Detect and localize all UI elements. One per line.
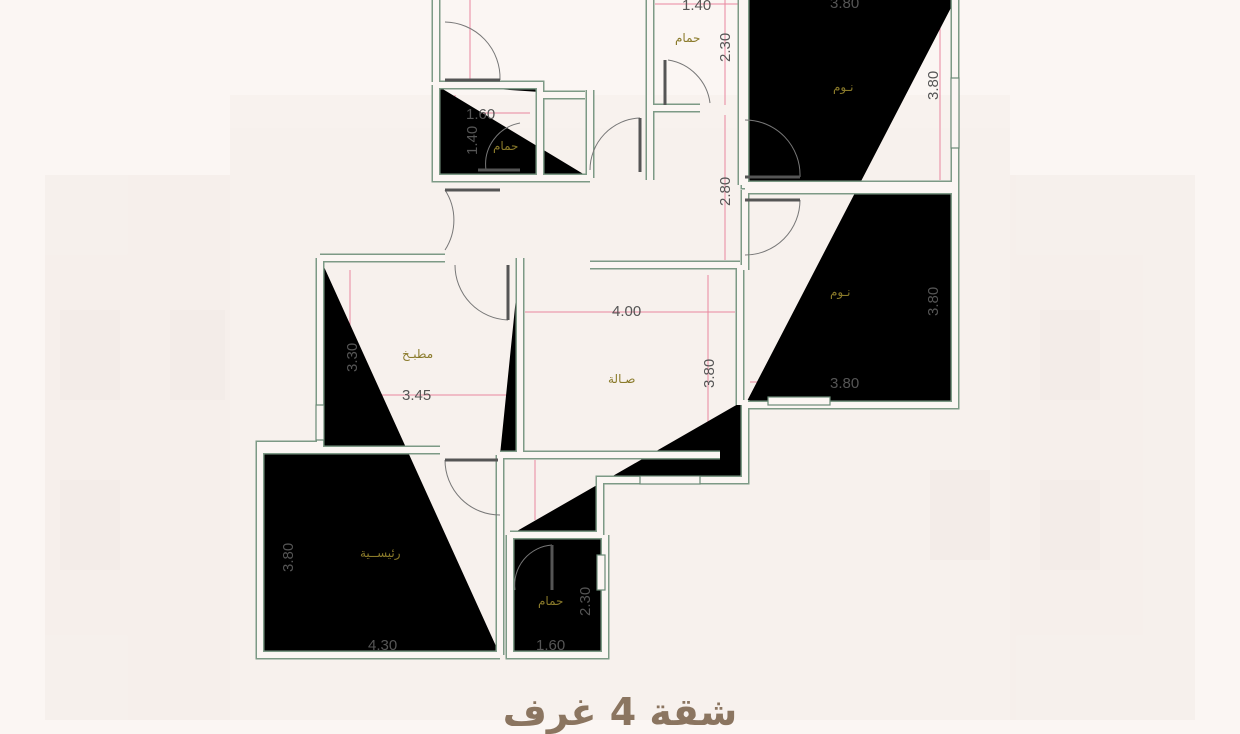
dim-bath-bottom-height: 2.30 bbox=[577, 587, 594, 616]
room-bath-top: حمام bbox=[675, 31, 700, 45]
dim-bath-top-height: 2.30 bbox=[717, 33, 734, 62]
dim-bath-bottom-width: 1.60 bbox=[536, 637, 565, 654]
windows bbox=[315, 77, 960, 591]
dim-bath-small-height: 1.40 bbox=[464, 126, 481, 155]
doors bbox=[444, 21, 801, 591]
dim-bedroom1-height: 3.80 bbox=[925, 71, 942, 100]
room-labels: حمام نـوم حمام نـوم مطبـخ صـالة رئيســية… bbox=[360, 31, 853, 608]
room-living: صـالة bbox=[608, 372, 635, 386]
room-master-bedroom: رئيســية bbox=[360, 546, 401, 561]
room-bedroom-2: نـوم bbox=[830, 285, 850, 300]
room-kitchen: مطبـخ bbox=[402, 347, 433, 361]
dim-living-width: 4.00 bbox=[612, 303, 641, 320]
room-bath-small: حمام bbox=[493, 139, 518, 153]
walls bbox=[260, 0, 955, 655]
room-bath-bottom: حمام bbox=[538, 594, 563, 608]
dim-kitchen-height: 3.30 bbox=[344, 343, 361, 372]
dim-bedroom2-width: 3.80 bbox=[830, 375, 859, 392]
background-building bbox=[45, 95, 1195, 720]
apartment-title: شقة 4 غرف bbox=[502, 690, 738, 734]
dim-bath-small-width: 1.60 bbox=[466, 106, 495, 123]
dim-master-height: 3.80 bbox=[280, 543, 297, 572]
dim-master-width: 4.30 bbox=[368, 637, 397, 654]
dim-living-height: 3.80 bbox=[701, 359, 718, 388]
dimension-labels: 1.40 3.80 2.30 3.80 1.60 1.40 2.80 4.00 … bbox=[280, 0, 942, 654]
dim-bedroom2-height: 3.80 bbox=[925, 287, 942, 316]
dim-kitchen-width: 3.45 bbox=[402, 387, 431, 404]
dim-corridor: 2.80 bbox=[717, 177, 734, 206]
room-bedroom-1: نـوم bbox=[833, 80, 853, 95]
dim-bath-top-width: 1.40 bbox=[682, 0, 711, 14]
dim-bedroom1-width: 3.80 bbox=[830, 0, 859, 12]
